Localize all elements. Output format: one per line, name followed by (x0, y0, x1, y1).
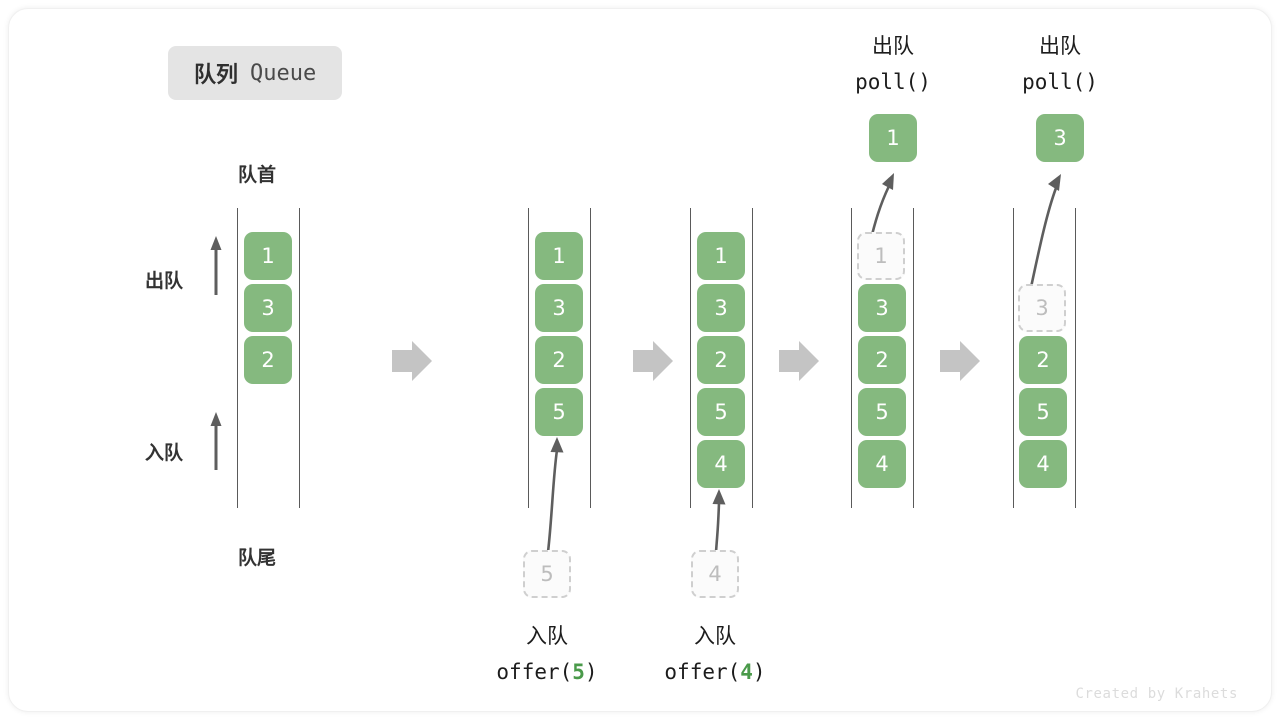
queue-element: 5 (535, 388, 583, 436)
enqueue-4-arrow (712, 489, 726, 554)
queue-rail-left-3 (690, 208, 691, 508)
queue-element: 1 (244, 232, 292, 280)
queue-rail-left-2 (528, 208, 529, 508)
queue-element: 3 (244, 284, 292, 332)
caption-fn-pre: offer( (496, 660, 573, 684)
dequeue-3-arrow (1028, 174, 1061, 294)
diagram-title-chip: 队列 Queue (168, 46, 343, 100)
step-arrow-icon-3 (779, 341, 819, 381)
caption-fn-arg: 5 (572, 660, 585, 684)
caption-line1: 入队 (526, 624, 568, 648)
queue-rail-right-5 (1075, 208, 1076, 508)
enqueue-5-arrow (546, 437, 564, 554)
caption-fn-post: ) (584, 660, 598, 684)
enqueue-direction-arrow (210, 412, 222, 470)
queue-rail-left-4 (851, 208, 852, 508)
title-chinese: 队列 (194, 63, 239, 88)
ghost-element-5: 5 (523, 550, 571, 598)
caption-line2: offer(4) (615, 654, 815, 690)
caption-line1: 出队 (1039, 34, 1081, 58)
queue-rail-left-5 (1013, 208, 1014, 508)
step-arrow-icon-4 (940, 341, 980, 381)
queue-element: 3 (535, 284, 583, 332)
queue-element: 4 (1019, 440, 1067, 488)
queue-element: 2 (244, 336, 292, 384)
caption-line1: 入队 (694, 624, 736, 648)
queue-element: 3 (858, 284, 906, 332)
label-queue-front: 队首 (238, 164, 277, 186)
queue-rail-right-2 (590, 208, 591, 508)
popped-element-1: 1 (869, 114, 917, 162)
queue-element: 2 (858, 336, 906, 384)
label-queue-rear: 队尾 (238, 547, 277, 569)
title-english: Queue (250, 60, 317, 86)
ghost-element-4: 4 (691, 550, 739, 598)
queue-rail-right-4 (913, 208, 914, 508)
queue-element: 2 (697, 336, 745, 384)
caption-dequeue-3: 出队 poll() (960, 28, 1160, 100)
label-enqueue-side: 入队 (145, 442, 184, 464)
caption-line1: 出队 (872, 34, 914, 58)
label-dequeue-side: 出队 (145, 270, 184, 292)
queue-element: 4 (858, 440, 906, 488)
queue-element: 4 (697, 440, 745, 488)
caption-line2: offer(5) (447, 654, 647, 690)
queue-element: 5 (697, 388, 745, 436)
queue-rail-right-1 (299, 208, 300, 508)
queue-element: 5 (1019, 388, 1067, 436)
popped-element-3: 3 (1036, 114, 1084, 162)
caption-line2: poll() (855, 70, 931, 94)
queue-element: 2 (535, 336, 583, 384)
ghost-element-3: 3 (1018, 284, 1066, 332)
queue-element: 1 (535, 232, 583, 280)
queue-element: 1 (697, 232, 745, 280)
queue-rail-right-3 (752, 208, 753, 508)
caption-fn-post: ) (752, 660, 766, 684)
caption-line2: poll() (1022, 70, 1098, 94)
step-arrow-icon-2 (633, 341, 673, 381)
queue-element: 5 (858, 388, 906, 436)
caption-enqueue-5: 入队 offer(5) (447, 618, 647, 690)
dequeue-direction-arrow (210, 236, 222, 295)
queue-rail-left-1 (237, 208, 238, 508)
caption-dequeue-1: 出队 poll() (793, 28, 993, 100)
queue-element: 2 (1019, 336, 1067, 384)
queue-element: 3 (697, 284, 745, 332)
caption-fn-pre: offer( (664, 660, 741, 684)
watermark-credit: Created by Krahets (1075, 686, 1238, 702)
step-arrow-icon-1 (392, 341, 432, 381)
caption-fn-arg: 4 (740, 660, 753, 684)
caption-enqueue-4: 入队 offer(4) (615, 618, 815, 690)
ghost-element-1: 1 (857, 232, 905, 280)
